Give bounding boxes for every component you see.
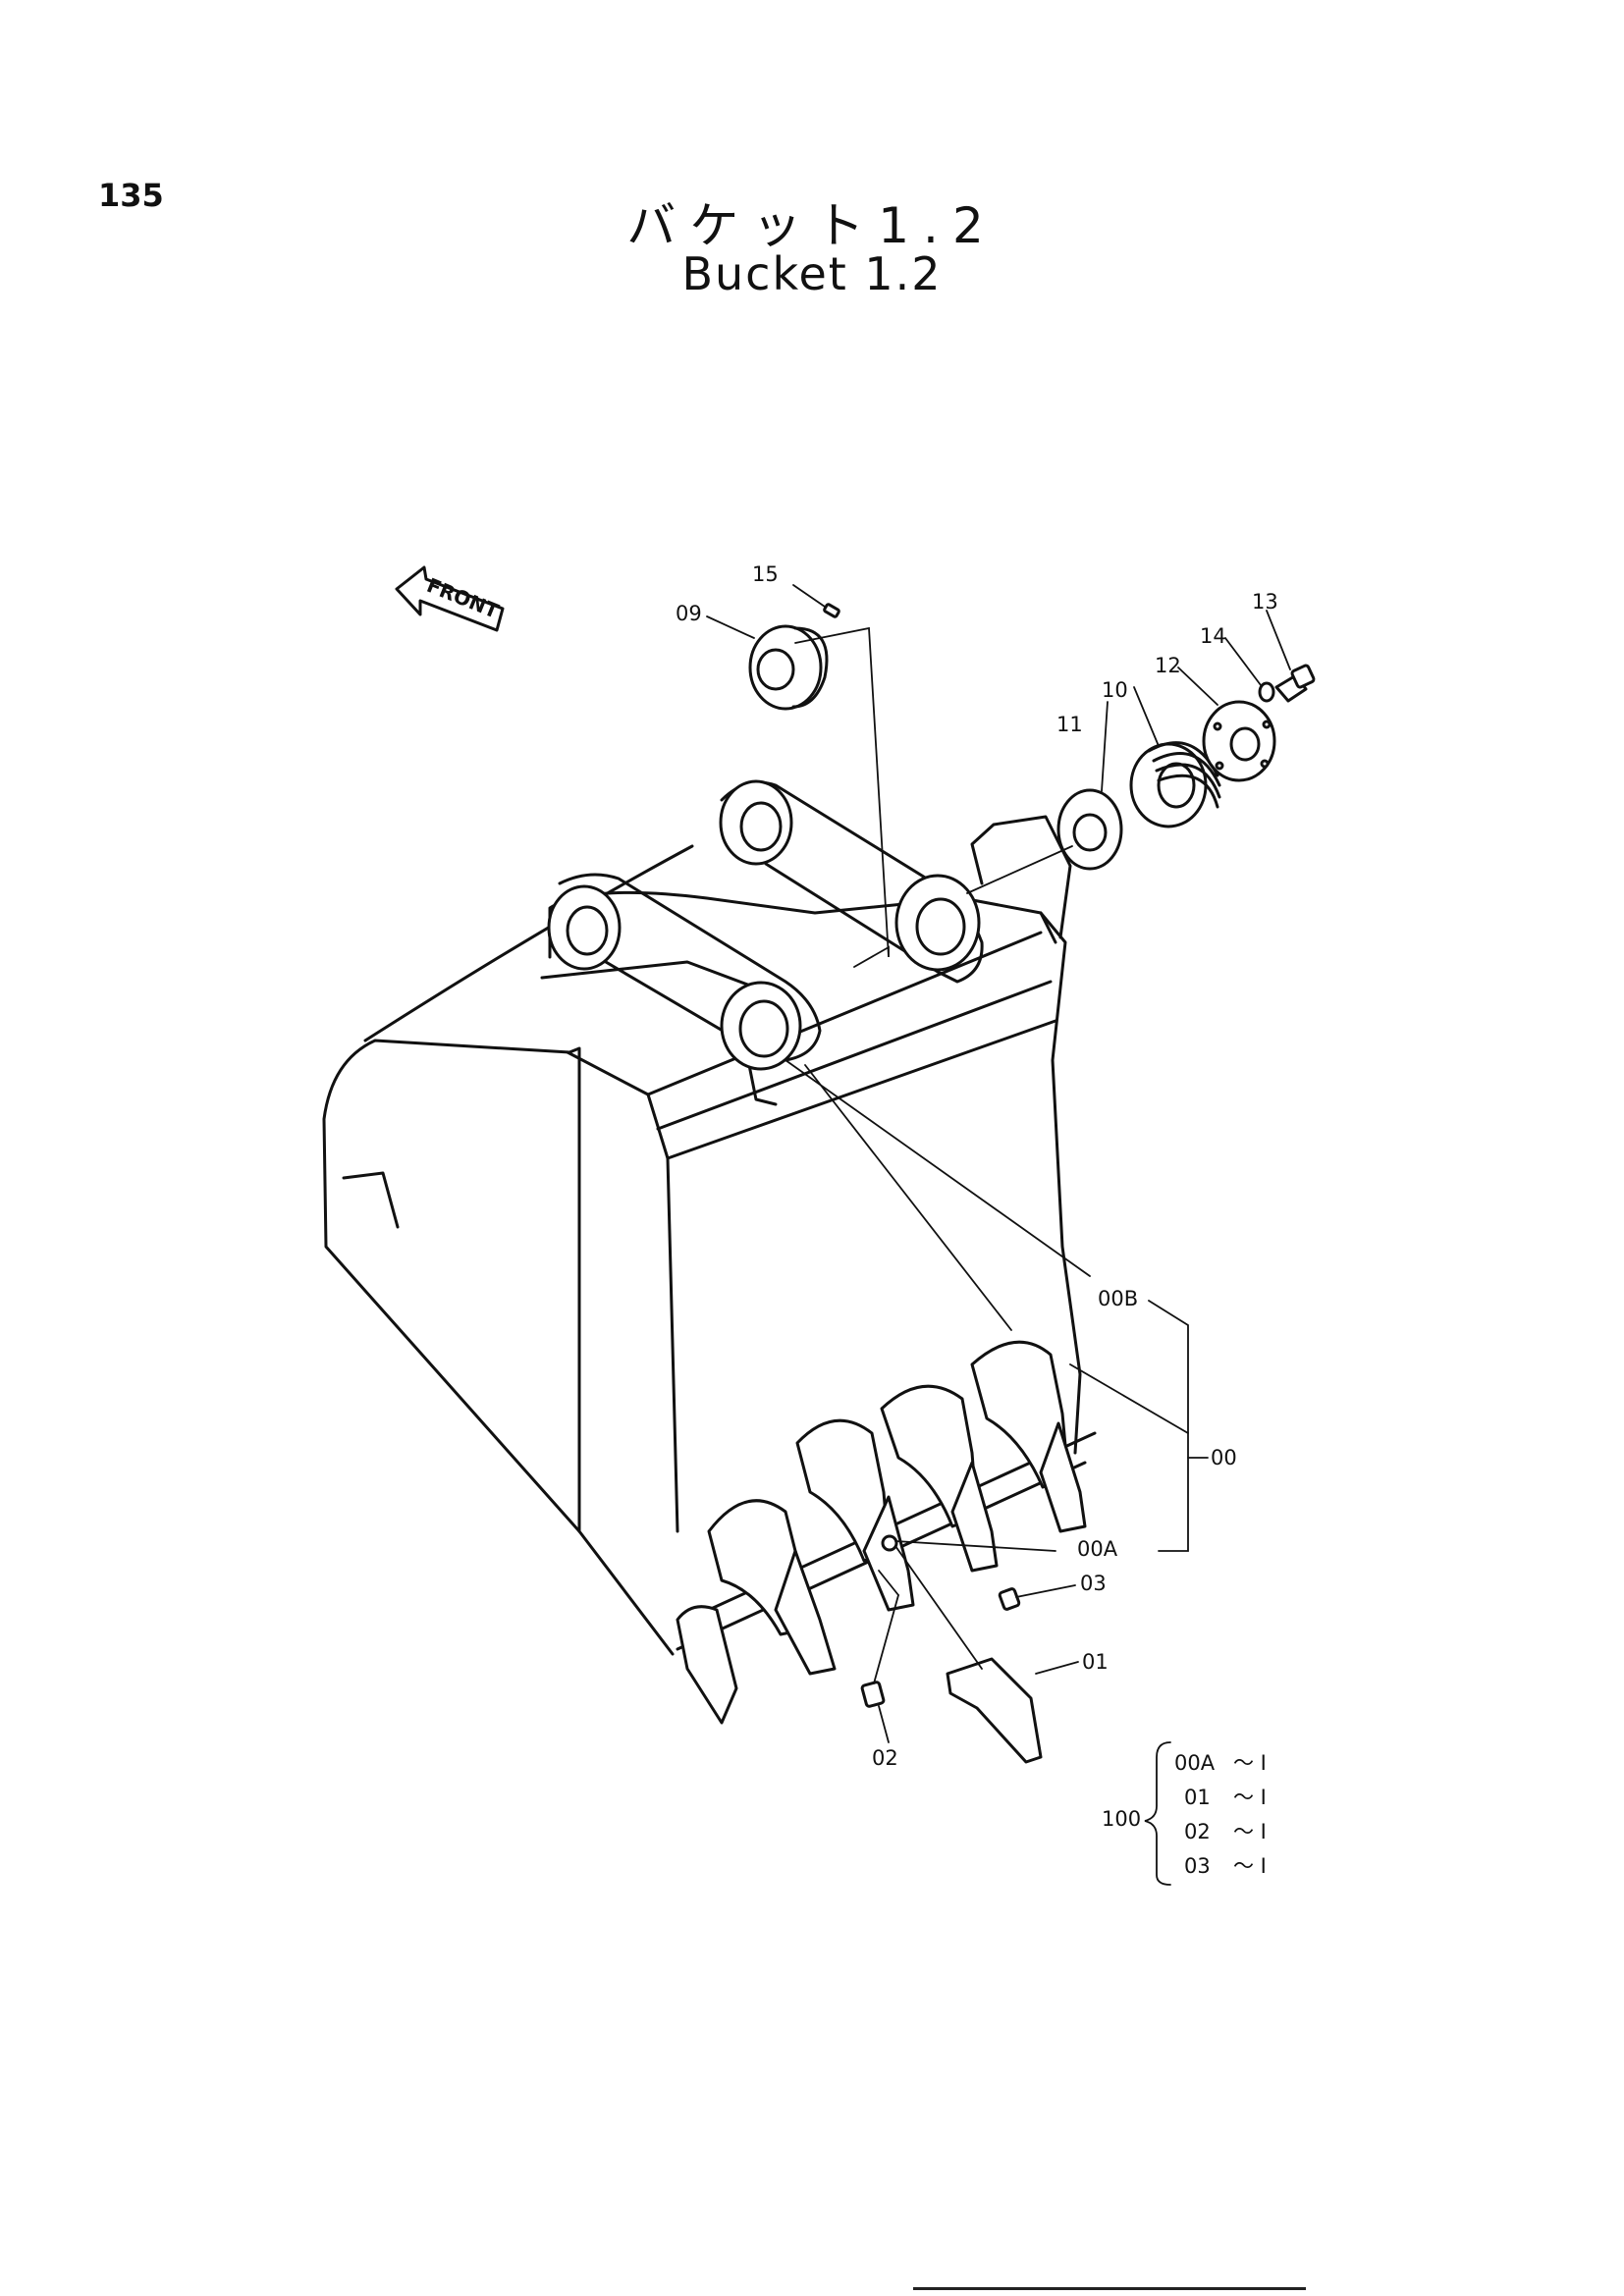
leader-lines xyxy=(706,584,1291,1743)
callout-02: 02 xyxy=(872,1746,898,1770)
kit-part-1: 00A xyxy=(1174,1751,1216,1775)
kit-part-3: 02 xyxy=(1184,1820,1211,1843)
bucket-teeth xyxy=(676,1340,1087,1764)
kit-qty-2: ～ I xyxy=(1233,1786,1267,1809)
callout-14: 14 xyxy=(1200,624,1226,648)
callout-labels: 13 14 12 10 11 15 09 00B 00 00A 03 01 02 xyxy=(676,562,1278,1770)
callout-12: 12 xyxy=(1155,654,1181,677)
callout-00B: 00B xyxy=(1098,1287,1138,1310)
kit-qty-3: ～ I xyxy=(1233,1820,1267,1843)
callout-00: 00 xyxy=(1211,1446,1237,1469)
kit-bracket: 100 00A ～ I 01 ～ I 02 ～ I 03 ～ I xyxy=(1102,1741,1267,1886)
kit-part-2: 01 xyxy=(1184,1786,1211,1809)
kit-part-4: 03 xyxy=(1184,1854,1211,1878)
callout-15: 15 xyxy=(752,562,779,586)
arrow-left-icon xyxy=(395,565,505,632)
kit-number: 100 xyxy=(1102,1807,1141,1831)
callout-09: 09 xyxy=(676,602,702,625)
title-english: Bucket 1.2 xyxy=(681,247,943,300)
callout-13: 13 xyxy=(1252,590,1278,614)
front-arrow: FRONT xyxy=(395,565,505,632)
callout-00A: 00A xyxy=(1077,1537,1118,1561)
kit-qty-4: ～ I xyxy=(1233,1854,1267,1878)
kit-qty-1: ～ I xyxy=(1233,1751,1267,1775)
pin-bosses xyxy=(547,779,981,1071)
callout-03: 03 xyxy=(1080,1572,1107,1595)
callout-10: 10 xyxy=(1102,678,1128,702)
callout-11: 11 xyxy=(1056,713,1083,736)
title-japanese: バケット1.2 xyxy=(626,197,998,254)
callout-01: 01 xyxy=(1082,1650,1109,1674)
page-number: 135 xyxy=(98,177,164,214)
footer-rule xyxy=(913,2287,1306,2290)
exploded-parts xyxy=(748,603,1316,871)
